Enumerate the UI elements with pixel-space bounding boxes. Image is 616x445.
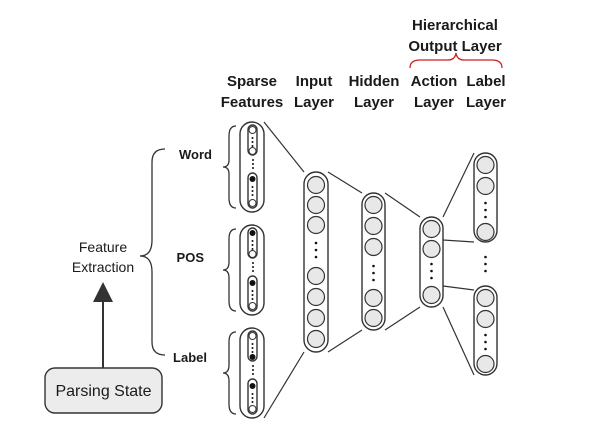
label-brace [222, 331, 237, 415]
hidden-layer [361, 192, 386, 331]
feature-group-word: Word [179, 147, 212, 162]
word-brace [222, 125, 237, 209]
action-header-line1: Action [411, 73, 458, 90]
label-layer-header-line2: Layer [466, 94, 506, 111]
parsing-state-label: Parsing State [55, 383, 151, 400]
input-layer [303, 171, 329, 353]
layer-connections [263, 121, 475, 419]
action-header-line2: Layer [414, 94, 454, 111]
sparse-group-word [239, 121, 265, 213]
sparse-group-label [239, 327, 265, 419]
hidden-header-line2: Layer [354, 94, 394, 111]
sparse-header-line2: Features [221, 94, 284, 111]
sparse-header-line1: Sparse [227, 73, 277, 90]
input-header-line2: Layer [294, 94, 334, 111]
input-header-line1: Input [296, 73, 333, 90]
hierarchical-header-line1: Hierarchical [412, 17, 498, 34]
parsing-state-box [44, 367, 163, 414]
pos-brace [222, 228, 237, 312]
feature-extraction-line1: Feature [79, 239, 127, 255]
label-layer-header-line1: Label [466, 73, 505, 90]
hidden-header-line1: Hidden [349, 73, 400, 90]
label-layer [473, 152, 498, 376]
hierarchical-brace [409, 52, 503, 69]
hierarchical-header-line2: Output Layer [408, 38, 502, 55]
feature-extraction-line2: Extraction [72, 259, 134, 275]
feature-extraction-brace [139, 148, 166, 356]
action-layer [419, 216, 444, 308]
sparse-group-pos [239, 224, 265, 316]
feature-group-pos: POS [177, 250, 205, 265]
feature-group-label: Label [173, 350, 207, 365]
